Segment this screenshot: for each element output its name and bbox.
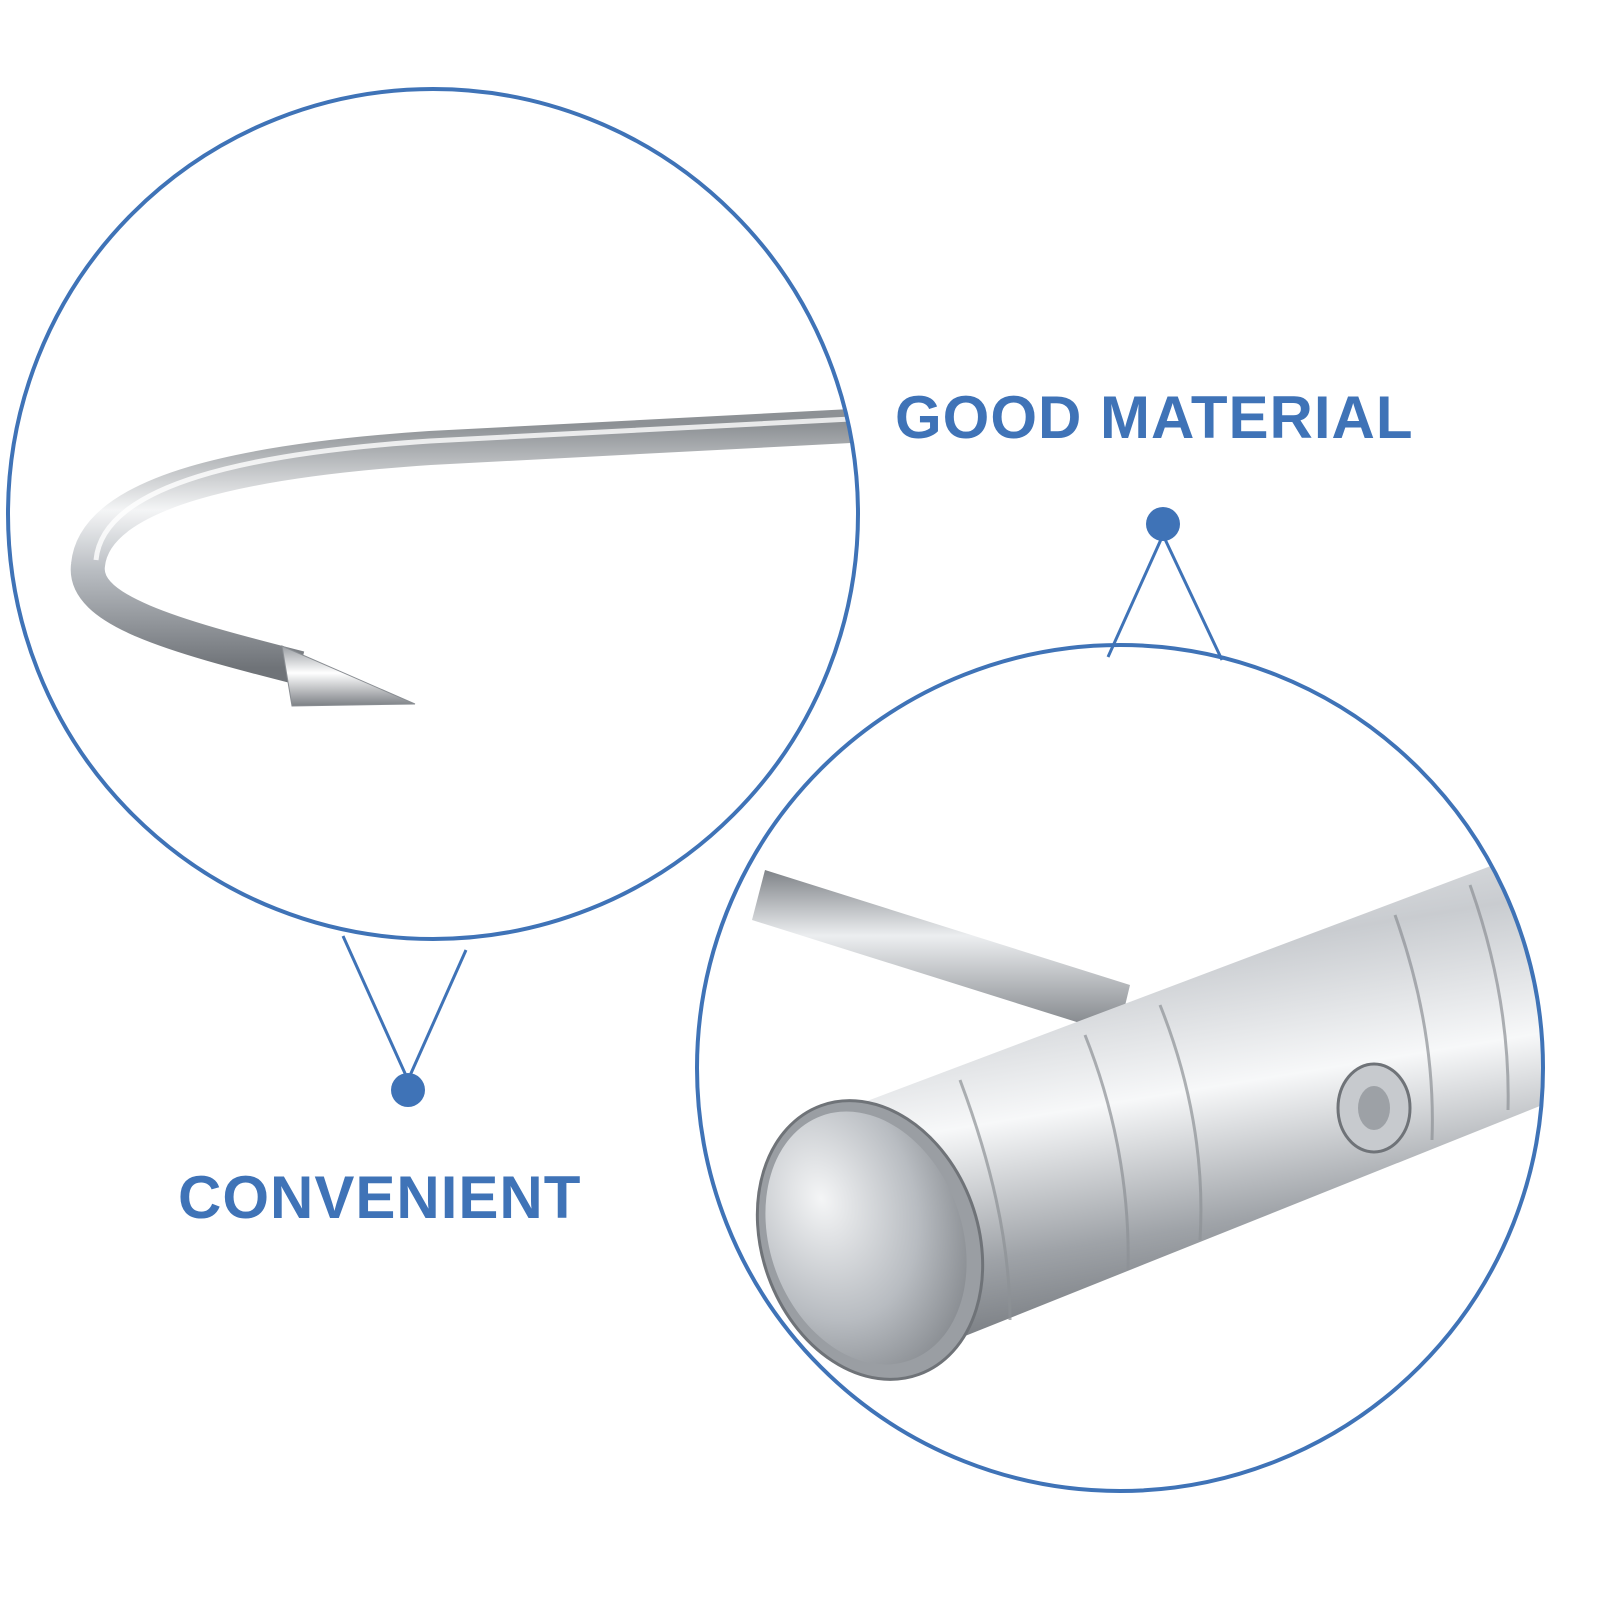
hook-point — [281, 645, 416, 707]
convenient-connector — [341, 935, 468, 1107]
hook-rod-highlight — [93, 415, 858, 561]
convenient-label: CONVENIENT — [178, 1164, 582, 1231]
hook-rod — [70, 408, 858, 685]
handle-end-cap — [755, 1099, 985, 1381]
handle-grip — [790, 855, 1543, 1370]
good-material-label: GOOD MATERIAL — [895, 384, 1414, 451]
handle-closeup-image — [752, 855, 1543, 1381]
handle-circle-frame — [695, 643, 1545, 1493]
handle-rivet — [1336, 1062, 1412, 1154]
handle-shaft — [752, 870, 1130, 1035]
convenient-dot — [391, 1073, 425, 1107]
hook-closeup-image — [70, 408, 858, 707]
handle-grip-rings — [958, 884, 1510, 1321]
hook-circle-frame — [6, 87, 860, 941]
good-material-connector — [1106, 507, 1224, 661]
good-material-dot — [1146, 507, 1180, 541]
